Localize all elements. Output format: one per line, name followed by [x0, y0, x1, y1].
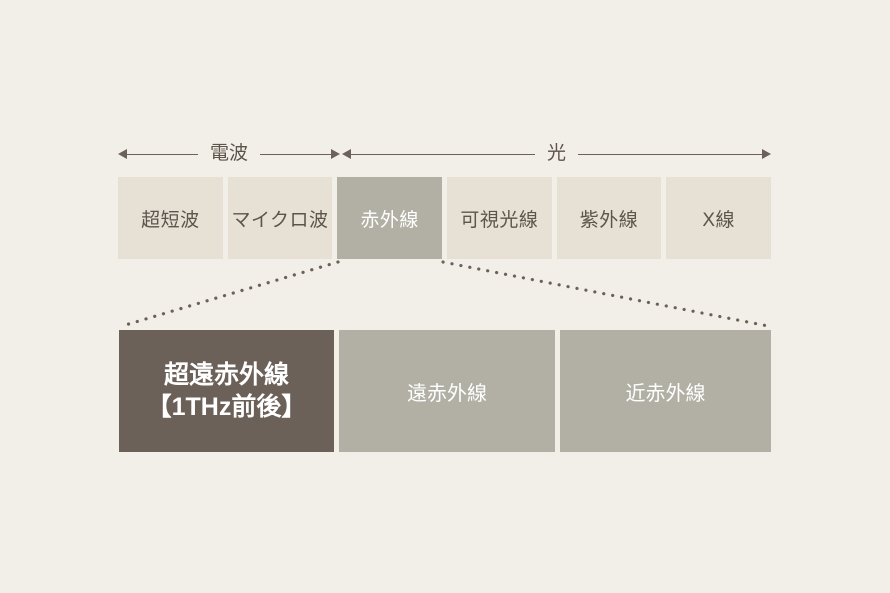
- arrow-line: [578, 153, 763, 155]
- detail-cell-near-infrared[interactable]: 近赤外線: [560, 330, 771, 452]
- arrow-line: [351, 153, 535, 155]
- spectrum-cell-xray[interactable]: X線: [666, 177, 772, 259]
- arrow-head-left-icon: [342, 149, 351, 159]
- infrared-detail-row: 超遠赤外線 【1THz前後】 遠赤外線 近赤外線: [119, 330, 771, 452]
- detail-cell-title: 超遠赤外線: [163, 361, 289, 389]
- radio-wave-arrow: 電波: [118, 138, 341, 170]
- arrow-head-right-icon: [331, 149, 341, 159]
- spectrum-cell-visible-light[interactable]: 可視光線: [447, 177, 552, 259]
- arrow-head-left-icon: [118, 149, 127, 159]
- connector-right: [441, 260, 770, 328]
- arrow-head-right-icon: [762, 149, 772, 159]
- spectrum-row: 超短波 マイクロ波 赤外線 可視光線 紫外線 X線: [118, 177, 772, 259]
- light-arrow: 光: [342, 138, 772, 170]
- category-arrow-band: 電波 光: [118, 138, 772, 170]
- detail-cell-subtitle: 【1THz前後】: [146, 393, 307, 421]
- light-label: 光: [547, 142, 567, 164]
- connector-left: [120, 260, 340, 328]
- spectrum-cell-infrared[interactable]: 赤外線: [337, 177, 443, 259]
- spectrum-cell-ultrashort-wave[interactable]: 超短波: [118, 177, 223, 259]
- spectrum-cell-ultraviolet[interactable]: 紫外線: [556, 177, 662, 259]
- detail-cell-ultra-far-infrared[interactable]: 超遠赤外線 【1THz前後】: [119, 330, 334, 452]
- spectrum-cell-microwave[interactable]: マイクロ波: [227, 177, 333, 259]
- arrow-line: [127, 153, 198, 155]
- radio-wave-label: 電波: [210, 142, 249, 164]
- detail-cell-far-infrared[interactable]: 遠赤外線: [339, 330, 555, 452]
- arrow-line: [260, 153, 332, 155]
